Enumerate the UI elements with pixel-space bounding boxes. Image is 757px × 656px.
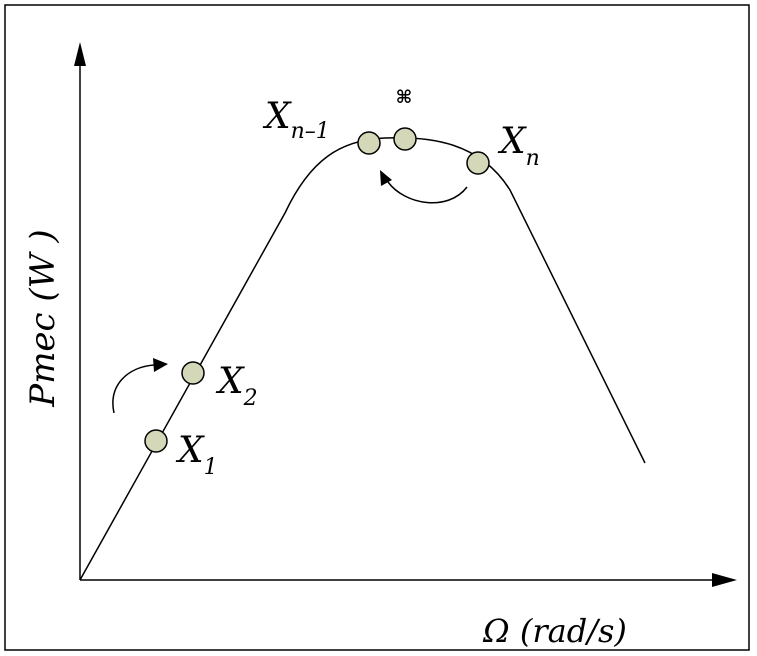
point-xn: [466, 151, 490, 175]
frame-border: [4, 4, 750, 651]
left-curved-arrow: [112, 364, 155, 414]
label-xn: Xn: [497, 121, 540, 171]
x-axis-arrow-icon: [712, 573, 737, 587]
label-x1: X1: [175, 430, 218, 480]
label-x2: X2: [215, 361, 258, 411]
y-axis-arrow-icon: [74, 42, 86, 66]
point-optimum: [393, 127, 417, 151]
right-curved-arrow: [387, 181, 468, 204]
optimum-marker-icon: ⌘: [396, 87, 413, 108]
point-x1: [144, 429, 168, 453]
x-axis-label: Ω (rad/s): [482, 612, 627, 650]
left-curved-arrow-head-icon: [153, 358, 168, 372]
point-x2: [181, 361, 205, 385]
right-curved-arrow-head-icon: [380, 170, 392, 186]
y-axis-label: Pmec (W ): [23, 229, 63, 407]
power-curve: [79, 136, 646, 581]
point-xn-1: [357, 131, 381, 155]
label-xn-1: Xn–1: [262, 96, 330, 144]
